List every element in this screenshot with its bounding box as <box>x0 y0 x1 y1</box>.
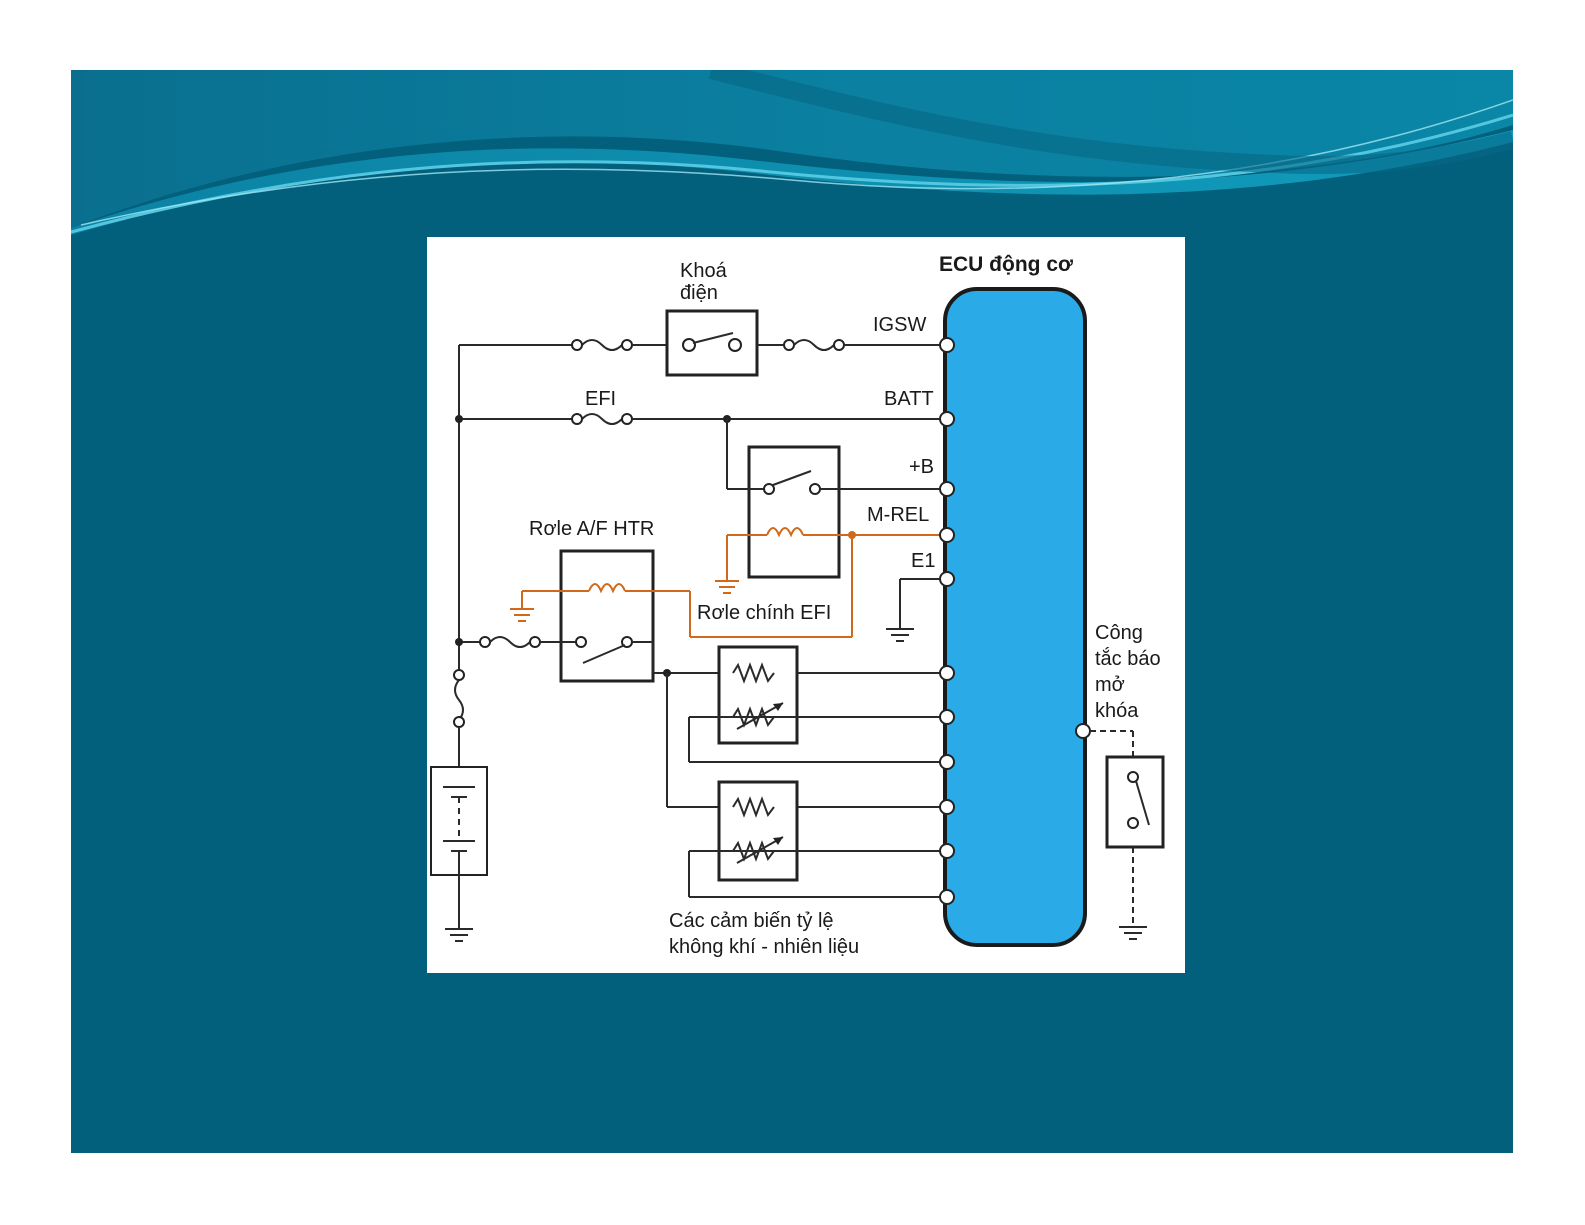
af-htr-relay-box <box>561 551 653 681</box>
unlock-switch-label-4: khóa <box>1095 700 1139 722</box>
terminal-m-rel: M-REL <box>867 504 929 526</box>
unlock-switch-box <box>1107 757 1163 847</box>
af-sensor-2-box <box>719 782 797 880</box>
af-sensor-1-box <box>719 647 797 743</box>
terminal-igsw: IGSW <box>873 314 926 336</box>
af-htr-relay-label: Rơle A/F HTR <box>529 518 654 540</box>
sensor-label-1: Các cảm biến tỷ lệ <box>669 910 834 932</box>
ignition-switch-label-2: điện <box>680 282 718 304</box>
slide: ECU động cơ Khoá điện EFI Rơle A/F HTR R… <box>71 70 1513 1153</box>
ignition-switch-box <box>667 311 757 375</box>
sensor-label-2: không khí - nhiên liệu <box>669 936 859 958</box>
terminal-e1: E1 <box>911 550 935 572</box>
unlock-switch-label-1: Công <box>1095 622 1143 644</box>
ecu-title: ECU động cơ <box>939 253 1073 276</box>
ecu-body <box>945 289 1085 945</box>
ecu-wiring-diagram: ECU động cơ Khoá điện EFI Rơle A/F HTR R… <box>427 237 1185 973</box>
unlock-switch-label-3: mở <box>1095 674 1125 696</box>
wave-banner <box>71 70 1513 240</box>
efi-main-relay-box <box>749 447 839 577</box>
terminal-plus-b: +B <box>909 456 934 478</box>
efi-main-relay-label: Rơle chính EFI <box>697 602 831 624</box>
ignition-switch-label: Khoá <box>680 260 728 282</box>
efi-fuse-label: EFI <box>585 388 616 410</box>
terminal-batt: BATT <box>884 388 934 410</box>
unlock-switch-label-2: tắc báo <box>1095 647 1161 670</box>
